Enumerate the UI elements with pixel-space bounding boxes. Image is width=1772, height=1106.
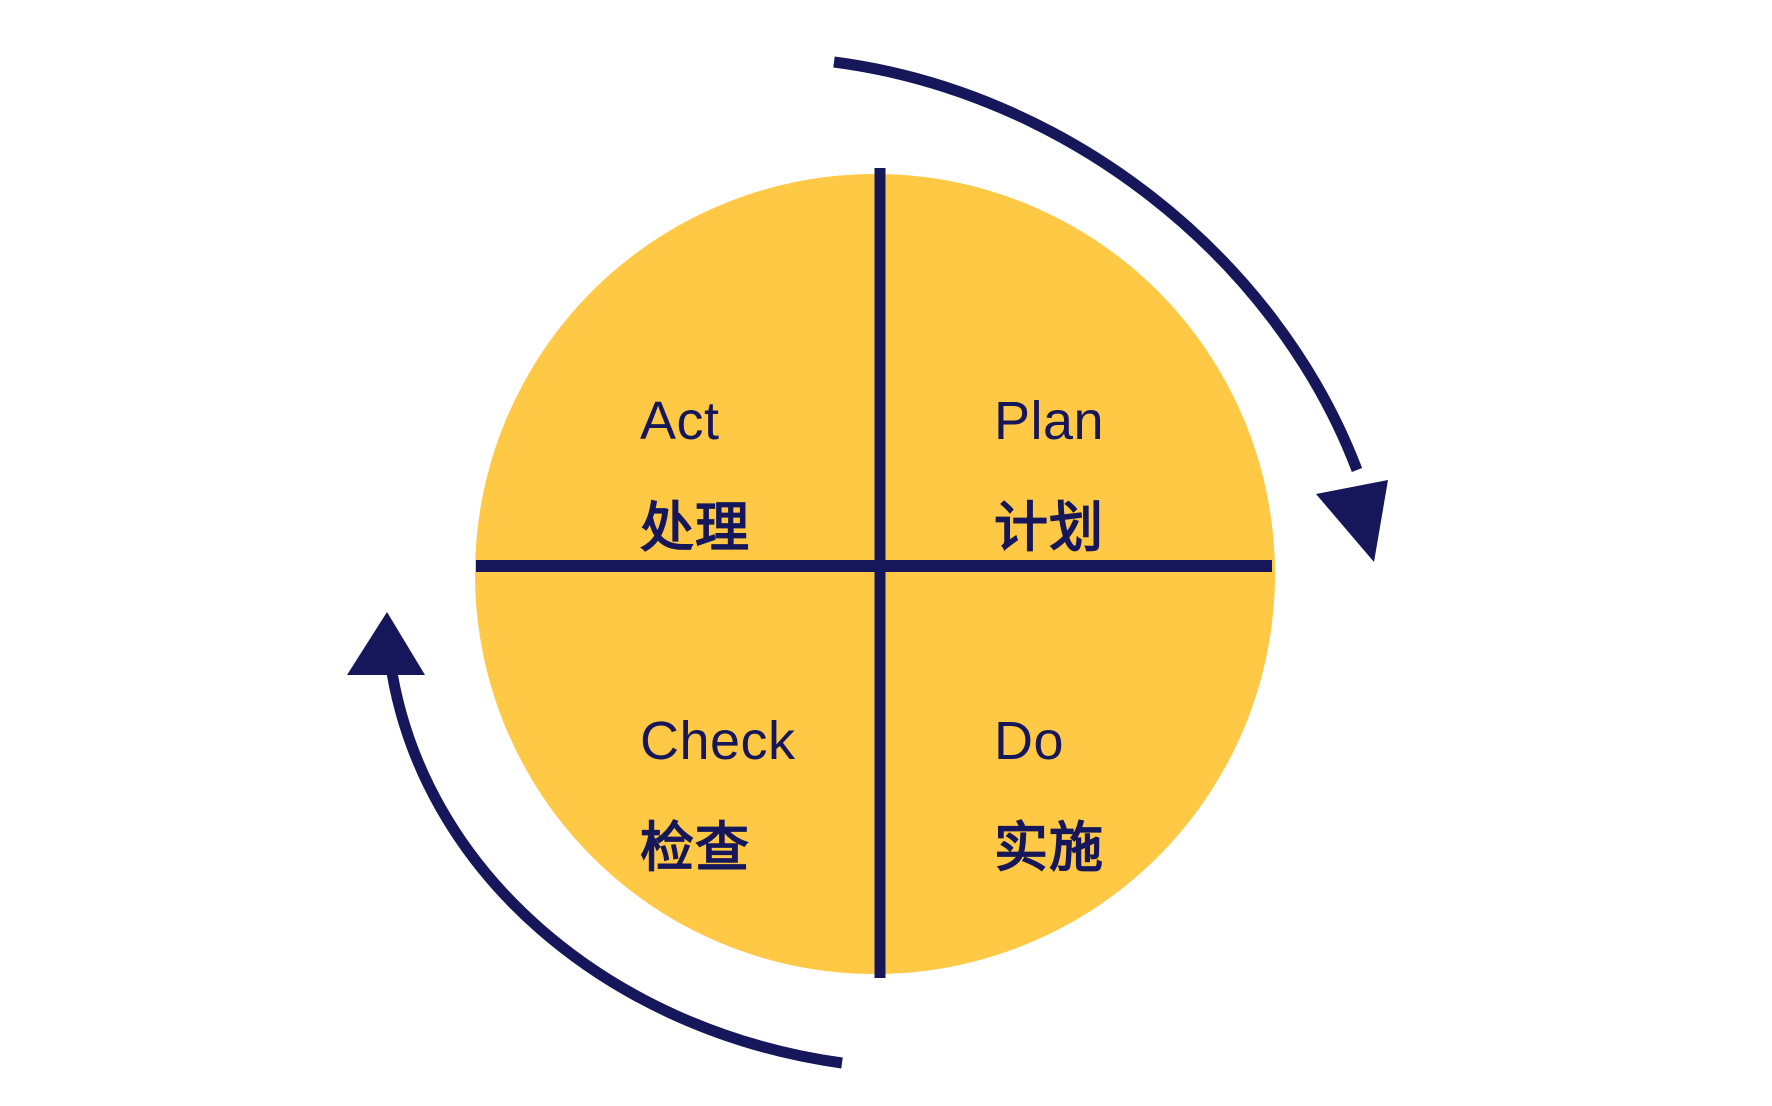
clockwise-arrow-top-shaft (833, 56, 1363, 472)
quadrant-label-plan: Plan 计划 (994, 352, 1104, 599)
quadrant-label-act: Act 处理 (640, 352, 750, 599)
quadrant-label-check: Check 检查 (640, 672, 796, 919)
quadrant-label-check-zh: 检查 (640, 818, 750, 879)
quadrant-label-do-en: Do (994, 710, 1065, 771)
quadrant-label-check-en: Check (640, 710, 796, 771)
clockwise-arrow-bottom-head-icon (347, 612, 425, 675)
quadrant-label-do-zh: 实施 (994, 818, 1104, 879)
clockwise-arrow-bottom-shaft (384, 659, 843, 1069)
quadrant-label-do: Do 实施 (994, 672, 1104, 919)
quadrant-label-act-zh: 处理 (640, 498, 750, 559)
clockwise-arrow-top-head-icon (1316, 480, 1388, 562)
quadrant-label-plan-zh: 计划 (994, 498, 1104, 559)
quadrant-label-plan-en: Plan (994, 390, 1105, 451)
quadrant-label-act-en: Act (640, 390, 720, 451)
